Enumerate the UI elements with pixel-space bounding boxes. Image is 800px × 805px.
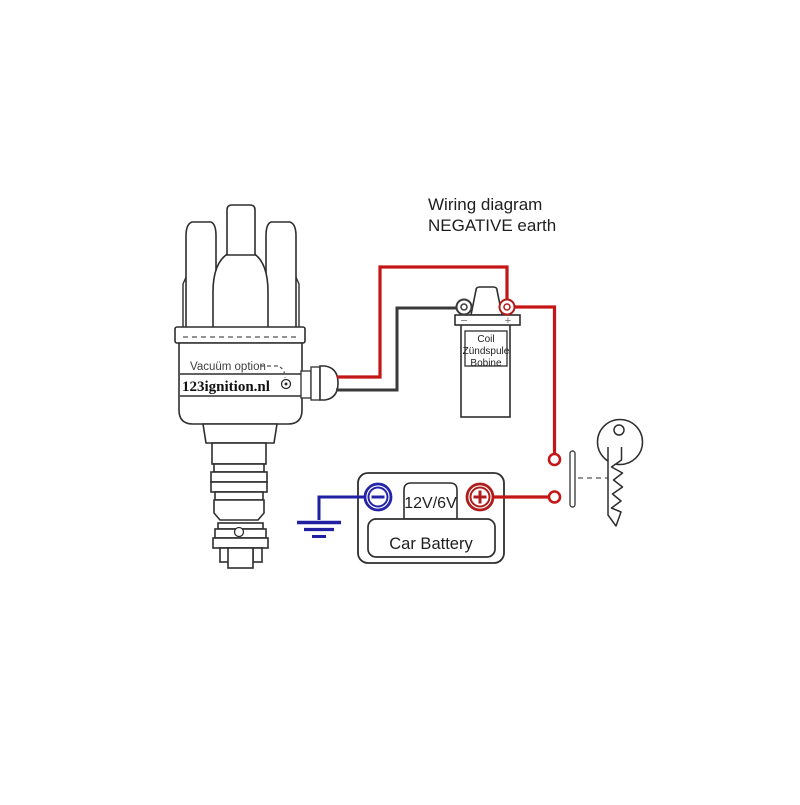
vacuum-option-label: Vacuüm option — [190, 361, 266, 373]
shaft-ring — [213, 463, 265, 473]
shaft-collar — [202, 423, 278, 444]
coil-label-1: Coil — [477, 334, 494, 345]
switch-contact-lower — [547, 490, 562, 504]
title-line-1: Wiring diagram — [428, 195, 542, 214]
cap-tower-center — [226, 204, 256, 256]
shaft-section — [211, 442, 267, 465]
distributor: Vacuüm option 123ignition.nl — [174, 204, 339, 569]
switch-blade — [569, 450, 576, 508]
coil-terminal-plus — [498, 298, 516, 316]
title-line-2: NEGATIVE earth — [428, 216, 556, 235]
shaft-ring — [210, 481, 268, 493]
cap-flange — [174, 326, 306, 344]
cap-tower-right — [265, 221, 297, 329]
wire-blue-battery-to-ground — [317, 495, 372, 520]
coil-tower — [470, 286, 503, 316]
battery-label: Car Battery — [389, 535, 473, 553]
battery: 12V/6V Car Battery — [317, 472, 549, 564]
connector-plug — [319, 365, 339, 401]
shaft-ring — [210, 471, 268, 483]
cap-tower-left — [185, 221, 217, 329]
shaft-pin-hole — [233, 526, 245, 538]
key-hole — [613, 424, 625, 436]
distributor-shaft — [202, 423, 278, 569]
key-icon — [596, 418, 644, 527]
wire-black-distributor-to-coil — [336, 306, 457, 392]
battery-terminal-minus — [363, 482, 393, 512]
coil-top-bar — [454, 314, 521, 326]
coil-plus-mark: + — [505, 315, 511, 327]
coil-label-box — [464, 330, 508, 367]
connector-collar-2 — [310, 366, 321, 401]
diagram-title: Wiring diagram NEGATIVE earth — [428, 195, 556, 235]
battery-voltage-tab — [403, 482, 458, 520]
ground-icon — [297, 520, 341, 538]
battery-voltage: 12V/6V — [404, 495, 457, 512]
battery-label-box — [367, 518, 496, 558]
drive-dog-center — [227, 547, 254, 569]
connector — [300, 365, 339, 401]
shaft-base-band — [212, 537, 269, 549]
distributor-body — [178, 342, 303, 425]
connector-collar-1 — [300, 370, 312, 399]
coil-terminal-plus-inner — [503, 303, 511, 311]
wire-red-distributor-to-coil — [337, 265, 509, 379]
switch-contact-upper — [547, 452, 562, 467]
coil-minus-mark: – — [461, 315, 468, 327]
cap-dome — [212, 252, 269, 329]
battery-terminal-plus — [465, 482, 495, 512]
vacuum-pointer-curve — [279, 366, 286, 379]
brand-label: 123ignition.nl — [182, 379, 270, 395]
coil: – + Coil Zündspule Bobine — [454, 286, 557, 453]
shaft-ring — [214, 491, 264, 501]
drive-dog-right — [252, 547, 263, 563]
coil-label-3: Bobine — [470, 358, 502, 369]
ignition-switch — [547, 450, 608, 508]
key-shaft — [607, 447, 624, 527]
shaft-taper — [213, 499, 265, 521]
coil-terminal-minus-inner — [460, 303, 468, 311]
coil-label-2: Zündspule — [463, 346, 510, 357]
vacuum-port-dot — [284, 382, 288, 386]
coil-terminal-minus — [455, 298, 473, 316]
wire-red-coil-to-switch — [512, 305, 557, 453]
